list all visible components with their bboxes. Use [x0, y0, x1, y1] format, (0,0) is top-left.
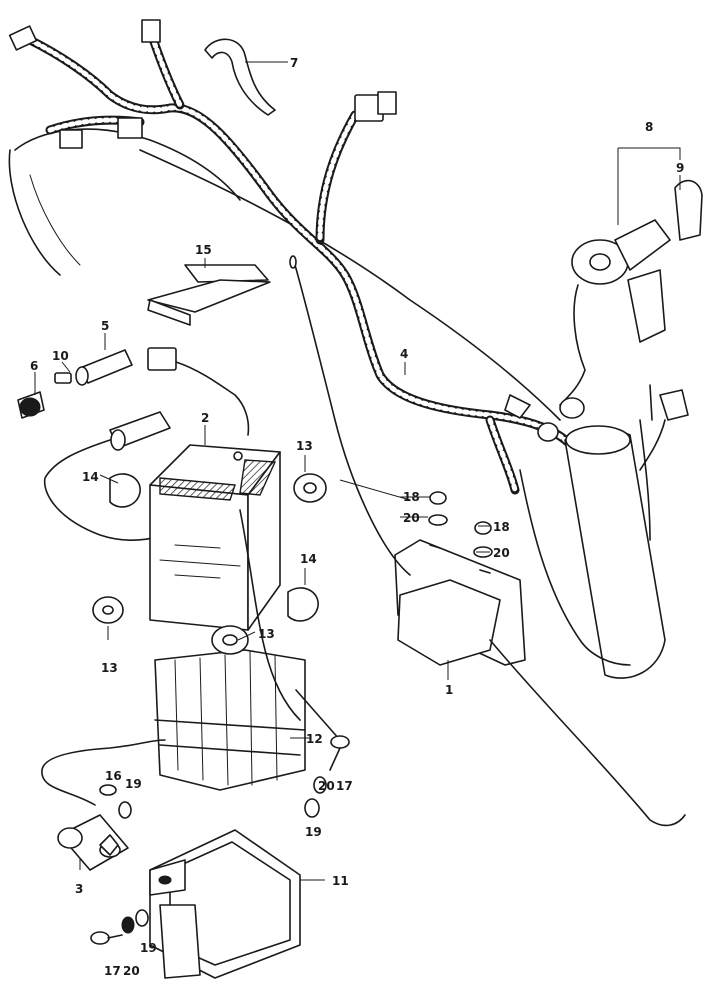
headlight-harness	[519, 384, 689, 679]
callout-5: 5	[101, 319, 109, 333]
callout-labels: 7 8 9 15 5 10 6 4 2 13 14 18 20 18 20 14…	[30, 56, 684, 978]
harness-clamp	[204, 38, 276, 116]
callout-14-right: 14	[300, 552, 317, 566]
callout-4: 4	[400, 347, 408, 361]
callout-19-upper-left: 19	[125, 777, 142, 791]
callout-12: 12	[306, 732, 323, 746]
callout-20-bottom: 20	[123, 964, 140, 978]
ignition-coil	[289, 255, 686, 827]
callout-20-right: 20	[493, 546, 510, 560]
callout-13-center: 13	[258, 627, 275, 641]
callout-19-bottom: 19	[140, 941, 157, 955]
callout-8: 8	[645, 120, 653, 134]
callout-11: 11	[332, 874, 349, 888]
callout-19-right: 19	[305, 825, 322, 839]
ignition-switch	[504, 179, 703, 442]
callout-10: 10	[52, 349, 69, 363]
callout-6: 6	[30, 359, 38, 373]
callout-17-bottom: 17	[104, 964, 121, 978]
tool-tray	[149, 829, 301, 979]
callout-17-right: 17	[336, 779, 353, 793]
fuse-holder	[17, 347, 250, 541]
callout-9: 9	[676, 161, 684, 175]
callout-1: 1	[445, 683, 453, 697]
callout-16: 16	[105, 769, 122, 783]
callout-18-right: 18	[493, 520, 510, 534]
battery	[149, 444, 281, 631]
callout-15: 15	[195, 243, 212, 257]
callout-13-top: 13	[296, 439, 313, 453]
callout-20-top: 20	[403, 511, 420, 525]
callout-13-left: 13	[101, 661, 118, 675]
callout-7: 7	[290, 56, 298, 70]
leader-lines	[34, 61, 681, 881]
battery-tray	[154, 509, 341, 791]
rubber-cushions	[92, 473, 327, 655]
regulator	[41, 739, 166, 871]
callout-18-top: 18	[403, 490, 420, 504]
frame-outline	[8, 128, 561, 421]
battery-band	[147, 264, 271, 326]
callout-2: 2	[201, 411, 209, 425]
callout-14-left: 14	[82, 470, 99, 484]
callout-3: 3	[75, 882, 83, 896]
fasteners	[90, 491, 493, 945]
wire-harness	[8, 19, 580, 495]
callout-20-lower-right: 20	[318, 779, 335, 793]
